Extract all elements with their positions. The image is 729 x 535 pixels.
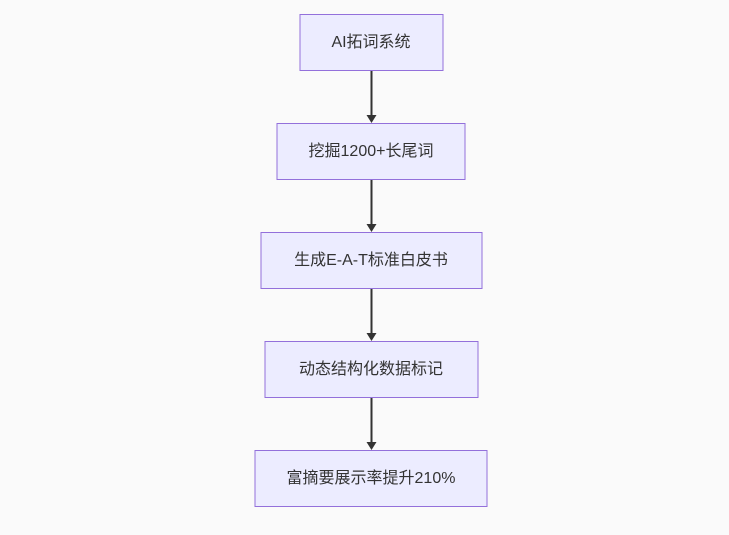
flow-node-eat-whitepaper: 生成E-A-T标准白皮书 (260, 232, 482, 289)
arrow-connector (366, 289, 376, 341)
flow-node-longtail-mining: 挖掘1200+长尾词 (276, 123, 466, 180)
arrowhead-icon (366, 442, 376, 450)
arrow-connector (366, 71, 376, 123)
arrow-connector (366, 180, 376, 232)
flow-node-ai-word-expansion: AI拓词系统 (299, 14, 443, 71)
arrowhead-icon (366, 224, 376, 232)
arrow-connector (366, 398, 376, 450)
flowchart: AI拓词系统 挖掘1200+长尾词 生成E-A-T标准白皮书 动态结构化数据标记 (254, 14, 488, 507)
arrow-line (370, 180, 372, 225)
arrowhead-icon (366, 333, 376, 341)
arrow-line (370, 289, 372, 334)
node-label: 生成E-A-T标准白皮书 (294, 251, 448, 269)
arrow-line (370, 398, 372, 443)
node-label: 富摘要展示率提升210% (286, 469, 456, 487)
node-label: AI拓词系统 (331, 33, 411, 51)
arrow-line (370, 71, 372, 116)
flow-node-rich-snippet-result: 富摘要展示率提升210% (254, 450, 488, 507)
arrowhead-icon (366, 115, 376, 123)
node-label: 动态结构化数据标记 (298, 360, 443, 378)
flow-node-structured-data-markup: 动态结构化数据标记 (264, 341, 478, 398)
node-label: 挖掘1200+长尾词 (308, 142, 434, 160)
